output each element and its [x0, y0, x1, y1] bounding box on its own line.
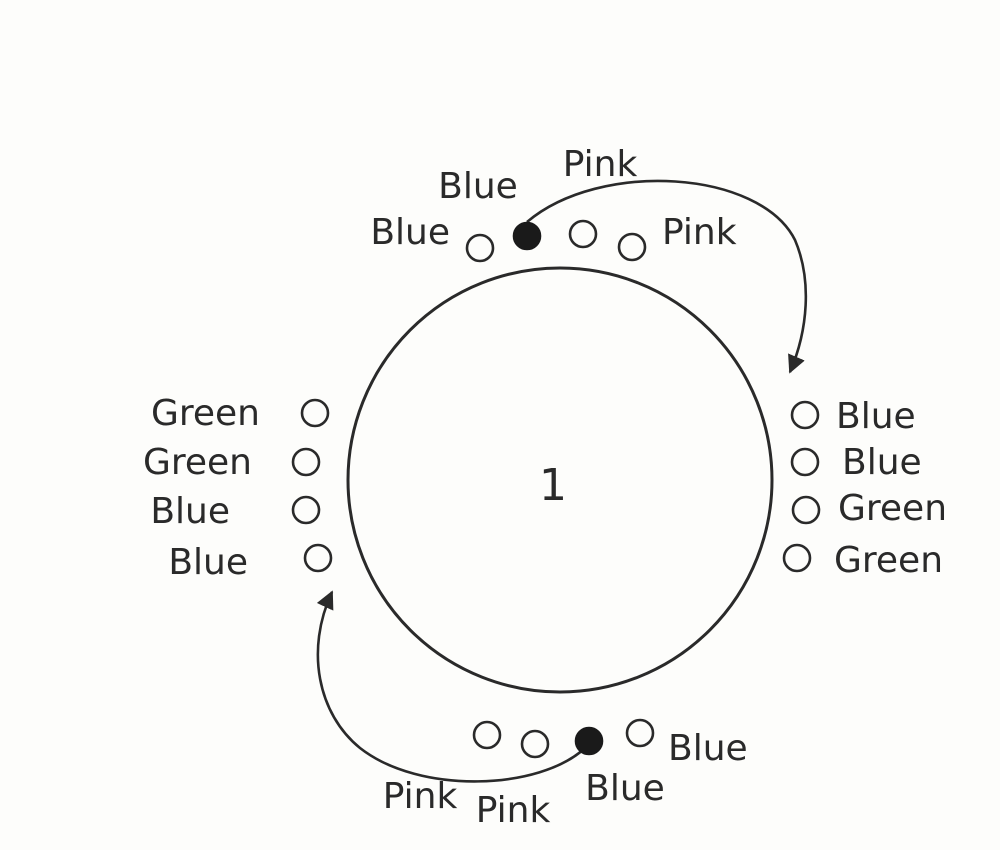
bead-label: Blue [668, 728, 748, 769]
bead-label: Blue [836, 396, 916, 437]
top-group: Blue Blue Pink Pink [370, 144, 737, 263]
bead-label: Blue [438, 166, 518, 207]
bottom-group: Pink Pink Blue Blue [383, 718, 748, 831]
open-bead [291, 495, 321, 525]
open-bead [791, 495, 821, 525]
right-group: Blue Blue Green Green [782, 396, 947, 581]
main-ring [346, 266, 774, 694]
top-arrow [526, 179, 808, 374]
bead-label: Pink [563, 144, 638, 185]
bead-label: Blue [150, 491, 230, 532]
open-bead [300, 398, 330, 428]
open-bead [617, 232, 647, 262]
bead-label: Pink [662, 212, 737, 253]
open-bead [472, 720, 502, 750]
bead-label: Blue [585, 768, 665, 809]
filled-bead [512, 221, 542, 251]
open-bead [790, 447, 820, 477]
open-bead [520, 729, 550, 759]
open-bead [625, 718, 655, 748]
open-bead [568, 219, 598, 249]
bead-label: Pink [476, 790, 551, 831]
bead-label: Blue [168, 542, 248, 583]
open-bead [303, 543, 333, 573]
bead-label: Green [838, 488, 947, 529]
open-bead [465, 233, 495, 263]
open-bead [782, 543, 812, 573]
filled-bead [574, 726, 604, 756]
bottom-arrow [316, 590, 586, 783]
bead-label: Blue [370, 212, 450, 253]
left-group: Green Green Blue Blue [143, 393, 333, 583]
bead-label: Pink [383, 776, 458, 817]
open-bead [291, 447, 321, 477]
bead-label: Green [143, 442, 252, 483]
open-bead [790, 400, 820, 430]
bead-label: Green [834, 540, 943, 581]
bead-label: Green [151, 393, 260, 434]
bead-label: Blue [842, 442, 922, 483]
center-label: 1 [539, 460, 567, 511]
